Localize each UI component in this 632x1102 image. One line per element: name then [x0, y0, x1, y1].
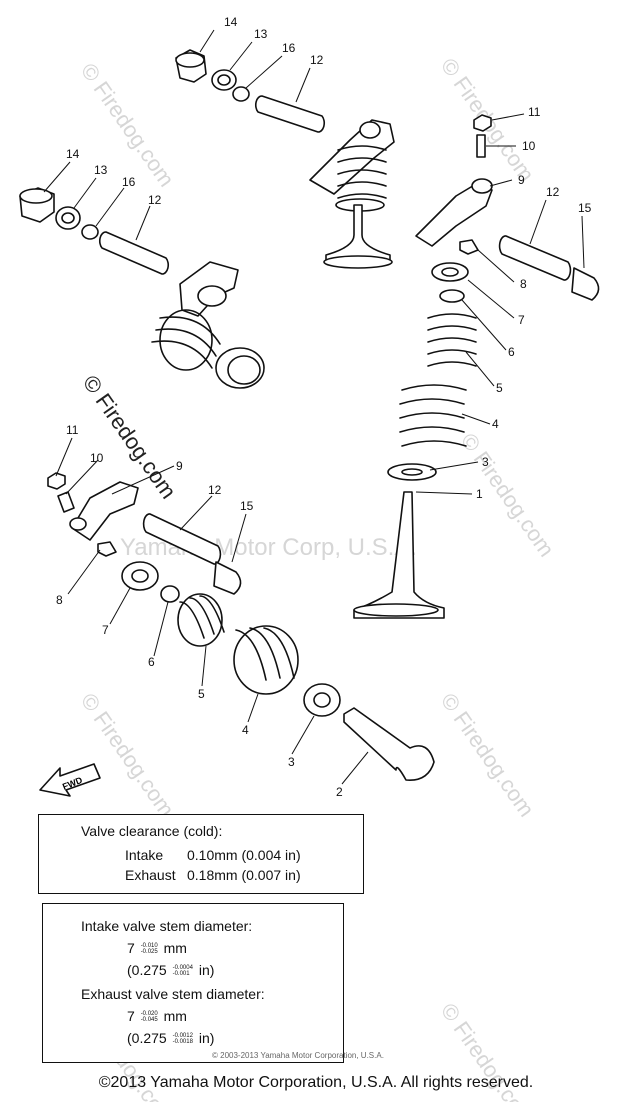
callout-9: 9	[518, 173, 525, 187]
exhaust-mm-tolerance: -0.020 -0.045	[141, 1011, 158, 1023]
callout-6: 6	[148, 655, 155, 669]
exhaust-in-upper: -0.0012	[172, 1033, 193, 1040]
callout-3: 3	[482, 455, 489, 469]
exhaust-stem-in: (0.275 -0.0012 -0.0018 in)	[127, 1030, 214, 1046]
callout-10: 10	[90, 451, 104, 465]
intake-in-base: (0.275	[127, 962, 167, 978]
callout-10: 10	[522, 139, 536, 153]
callout-5: 5	[496, 381, 503, 395]
clearance-intake-value: 0.10mm (0.004 in)	[187, 847, 301, 863]
clearance-exhaust-label: Exhaust	[125, 867, 176, 883]
callout-9: 9	[176, 459, 183, 473]
callout-1: 1	[476, 487, 483, 501]
callout-15: 15	[240, 499, 254, 513]
callout-15: 15	[578, 201, 592, 215]
callout-2: 2	[336, 785, 343, 799]
callout-4: 4	[492, 417, 499, 431]
callouts: 14 13 16 12 14 13 16 12 11 10 9 12 15 8 …	[56, 15, 592, 799]
callout-14: 14	[224, 15, 238, 29]
callout-4: 4	[242, 723, 249, 737]
intake-mm-unit: mm	[163, 940, 187, 956]
callout-12: 12	[148, 193, 162, 207]
intake-in-unit: in)	[198, 962, 215, 978]
callout-13: 13	[94, 163, 108, 177]
intake-stem-mm: 7 -0.010 -0.025 mm	[127, 940, 187, 956]
intake-in-tolerance: -0.0004 -0.001	[173, 965, 193, 977]
watermark-site: © Firedog.com	[456, 429, 559, 562]
watermark-site: © Firedog.com	[436, 689, 539, 822]
callout-12: 12	[208, 483, 222, 497]
upper-rocker-assembly	[175, 49, 395, 269]
exhaust-in-base: (0.275	[127, 1030, 167, 1046]
exhaust-mm-lower: -0.045	[140, 1017, 158, 1024]
exhaust-stem-mm: 7 -0.020 -0.045 mm	[127, 1008, 187, 1024]
callout-14: 14	[66, 147, 80, 161]
callout-6: 6	[508, 345, 515, 359]
exhaust-mm-unit: mm	[163, 1008, 187, 1024]
callout-7: 7	[102, 623, 109, 637]
valve-clearance-box: Valve clearance (cold): Intake 0.10mm (0…	[38, 814, 364, 894]
leader-lines	[43, 29, 585, 785]
watermark-site-dark: © Firedog.com	[78, 371, 181, 504]
exhaust-stem-heading: Exhaust valve stem diameter:	[81, 986, 265, 1002]
callout-8: 8	[56, 593, 63, 607]
exhaust-in-lower: -0.0018	[172, 1039, 193, 1046]
exhaust-mm-base: 7	[127, 1008, 135, 1024]
callout-3: 3	[288, 755, 295, 769]
left-rocker-assembly	[19, 187, 265, 389]
fwd-arrow	[39, 763, 101, 797]
intake-stem-in: (0.275 -0.0004 -0.001 in)	[127, 962, 214, 978]
intake-in-lower: -0.001	[172, 971, 190, 978]
intake-mm-upper: -0.010	[140, 943, 158, 950]
clearance-exhaust-value: 0.18mm (0.007 in)	[187, 867, 301, 883]
copyright-footer: ©2013 Yamaha Motor Corporation, U.S.A. A…	[98, 1074, 534, 1091]
exhaust-mm-upper: -0.020	[140, 1011, 158, 1018]
intake-stem-heading: Intake valve stem diameter:	[81, 918, 253, 934]
callout-16: 16	[282, 41, 296, 55]
clearance-heading: Valve clearance (cold):	[81, 823, 223, 839]
valve-stem-diameter-box: Intake valve stem diameter: 7 -0.010 -0.…	[42, 903, 344, 1063]
callout-11: 11	[528, 105, 541, 119]
exhaust-in-tolerance: -0.0012 -0.0018	[173, 1033, 193, 1045]
right-valve-stack	[353, 114, 600, 619]
callout-12: 12	[310, 53, 324, 67]
watermark-site: © Firedog.com	[76, 59, 179, 192]
intake-mm-base: 7	[127, 940, 135, 956]
intake-mm-lower: -0.025	[140, 949, 158, 956]
intake-in-upper: -0.0004	[172, 965, 193, 972]
lower-valve-stack	[47, 472, 435, 781]
intake-mm-tolerance: -0.010 -0.025	[141, 943, 158, 955]
callout-7: 7	[518, 313, 525, 327]
callout-16: 16	[122, 175, 136, 189]
watermark-site: © Firedog.com	[76, 689, 179, 822]
exhaust-in-unit: in)	[198, 1030, 215, 1046]
callout-12: 12	[546, 185, 560, 199]
clearance-intake-label: Intake	[125, 847, 164, 863]
callout-8: 8	[520, 277, 527, 291]
callout-5: 5	[198, 687, 205, 701]
callout-11: 11	[66, 423, 79, 437]
callout-13: 13	[254, 27, 268, 41]
small-credit: © 2003-2013 Yamaha Motor Corporation, U.…	[212, 1051, 384, 1060]
